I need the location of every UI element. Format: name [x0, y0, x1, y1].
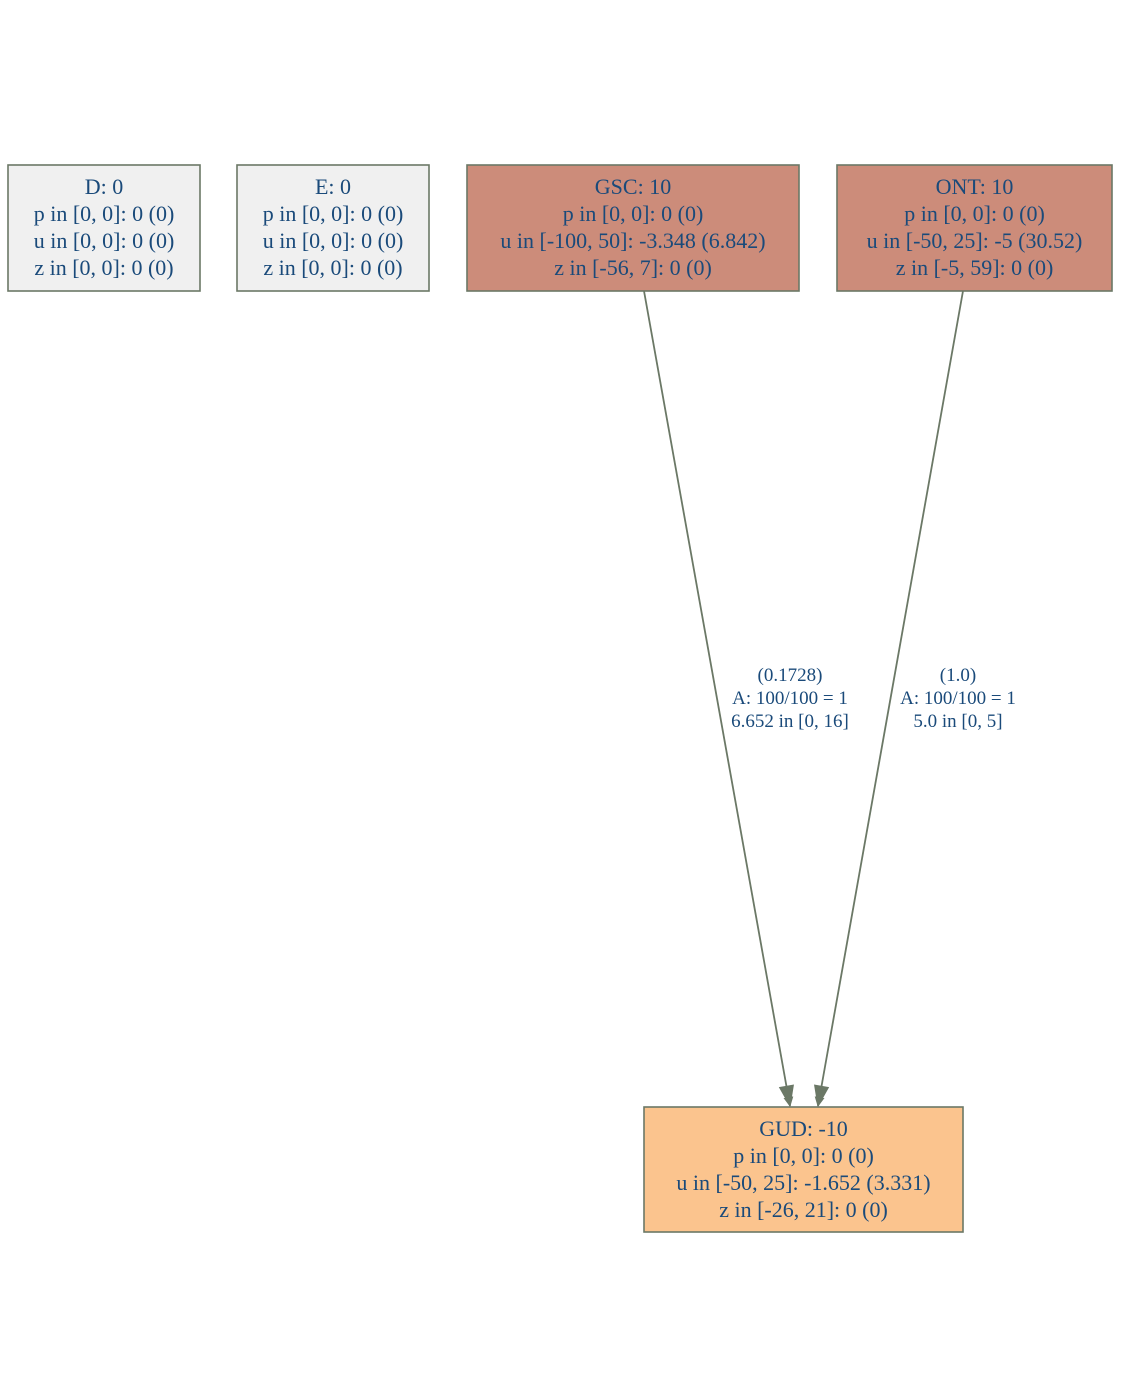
node-box: [236, 164, 430, 292]
node-stat-line: u in [0, 0]: 0 (0): [34, 228, 175, 253]
node-gud: GUD: -10p in [0, 0]: 0 (0)u in [-50, 25]…: [643, 1106, 964, 1233]
node-d: D: 0p in [0, 0]: 0 (0)u in [0, 0]: 0 (0)…: [7, 164, 201, 292]
node-box: [836, 164, 1113, 292]
node-stat-line: u in [-50, 25]: -5 (30.52): [867, 228, 1083, 253]
node-gsc: GSC: 10p in [0, 0]: 0 (0)u in [-100, 50]…: [466, 164, 800, 292]
node-stat-line: z in [0, 0]: 0 (0): [263, 255, 402, 280]
node-stat-line: z in [-56, 7]: 0 (0): [554, 255, 712, 280]
node-title: D: 0: [85, 174, 124, 199]
edge-gsc-gud: (0.1728)A: 100/100 = 16.652 in [0, 16]: [643, 290, 849, 1108]
edge-label-line: 5.0 in [0, 5]: [913, 711, 1002, 732]
node-stat-line: p in [0, 0]: 0 (0): [563, 201, 704, 226]
node-ont: ONT: 10p in [0, 0]: 0 (0)u in [-50, 25]:…: [836, 164, 1113, 292]
arrowhead-icon: [778, 1084, 794, 1108]
node-stat-line: p in [0, 0]: 0 (0): [263, 201, 404, 226]
node-box: [466, 164, 800, 292]
node-stat-line: u in [-50, 25]: -1.652 (3.331): [676, 1170, 930, 1195]
node-stat-line: p in [0, 0]: 0 (0): [904, 201, 1045, 226]
edge-line: [643, 290, 794, 1107]
node-stat-line: u in [0, 0]: 0 (0): [263, 228, 404, 253]
nodes-layer: D: 0p in [0, 0]: 0 (0)u in [0, 0]: 0 (0)…: [7, 164, 1113, 1233]
node-stat-line: p in [0, 0]: 0 (0): [733, 1143, 874, 1168]
node-title: GSC: 10: [595, 174, 671, 199]
node-stat-line: u in [-100, 50]: -3.348 (6.842): [500, 228, 765, 253]
edge-ont-gud: (1.0)A: 100/100 = 15.0 in [0, 5]: [814, 290, 1016, 1108]
edge-label-line: (0.1728): [758, 665, 823, 686]
edge-label-line: A: 100/100 = 1: [732, 688, 848, 709]
arrowhead-icon: [814, 1084, 830, 1108]
node-title: ONT: 10: [936, 174, 1014, 199]
node-box: [7, 164, 201, 292]
edge-line: [814, 290, 964, 1107]
node-stat-line: z in [-5, 59]: 0 (0): [896, 255, 1054, 280]
node-e: E: 0p in [0, 0]: 0 (0)u in [0, 0]: 0 (0)…: [236, 164, 430, 292]
edge-label-line: A: 100/100 = 1: [900, 688, 1016, 709]
node-title: E: 0: [315, 174, 351, 199]
edge-label-line: 6.652 in [0, 16]: [731, 711, 849, 732]
node-stat-line: p in [0, 0]: 0 (0): [34, 201, 175, 226]
node-stat-line: z in [-26, 21]: 0 (0): [719, 1197, 888, 1222]
node-box: [643, 1106, 964, 1233]
node-title: GUD: -10: [759, 1116, 848, 1141]
edge-label-line: (1.0): [940, 665, 976, 686]
node-stat-line: z in [0, 0]: 0 (0): [34, 255, 173, 280]
edges-layer: (0.1728)A: 100/100 = 16.652 in [0, 16](1…: [643, 290, 1016, 1108]
